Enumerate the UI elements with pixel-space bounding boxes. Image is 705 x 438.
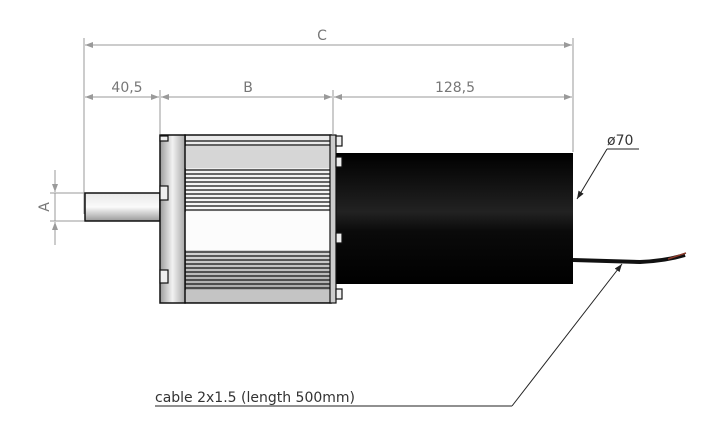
diameter-callout: ø70 xyxy=(576,133,639,200)
dimension-c-label: C xyxy=(317,28,327,44)
diameter-label: ø70 xyxy=(607,133,633,149)
dimension-a: A xyxy=(37,170,84,245)
cable-label: cable 2x1.5 (length 500mm) xyxy=(155,390,355,406)
dimension-b-label: B xyxy=(243,80,253,96)
dimension-shaft-length: 40,5 xyxy=(85,80,159,100)
motor-can xyxy=(335,153,573,284)
motor-housing xyxy=(184,134,332,304)
dimension-gearbox-length: 128,5 xyxy=(334,80,572,100)
dimension-c: C xyxy=(85,28,572,48)
cable-callout: cable 2x1.5 (length 500mm) xyxy=(155,263,623,407)
dimension-gearbox-length-label: 128,5 xyxy=(435,80,475,96)
shaft xyxy=(84,192,161,222)
dimension-a-label: A xyxy=(37,202,53,212)
bolts xyxy=(159,135,343,300)
extension-lines xyxy=(83,38,574,214)
dimension-b: B xyxy=(161,80,332,100)
cable xyxy=(572,253,686,265)
dimension-shaft-length-label: 40,5 xyxy=(111,80,142,96)
rear-flange xyxy=(329,134,337,304)
